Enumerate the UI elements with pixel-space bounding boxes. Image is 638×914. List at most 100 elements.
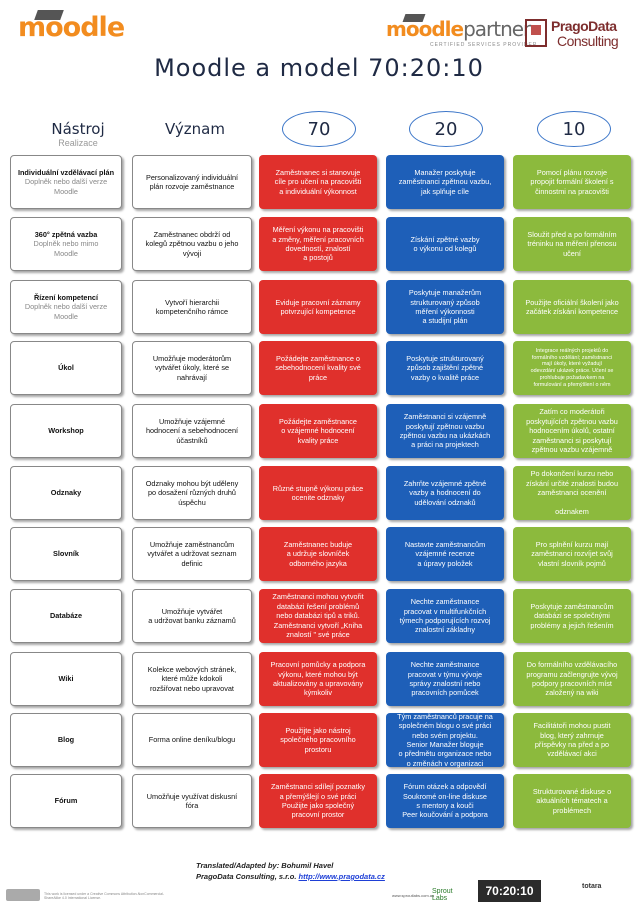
meaning-text: Umožňuje vytvářet a udržovat banku zázna…: [148, 606, 236, 625]
prago-line2: Consulting: [557, 33, 619, 49]
tool-name: Blog: [57, 735, 75, 745]
c70-text: Měření výkonu na pracovišti a změny, měř…: [272, 225, 364, 263]
meaning-text: Vytvoří hierarchii kompetenčního rámce: [155, 297, 229, 316]
c20-text: Manažer poskytuje zaměstnanci zpětnou va…: [398, 167, 492, 196]
sproutlabs-site: www.sproutlabs.com.au: [392, 893, 435, 898]
row-4-c70-cell: Požádejte zaměstnance o vzájemné hodnoce…: [259, 404, 377, 458]
c20-text: Získání zpětné vazby o výkonu od kolegů: [410, 234, 480, 253]
meaning-text: Umožňuje moderátorům vytvářet úkoly, kte…: [152, 353, 232, 382]
row-3-meaning-cell: Umožňuje moderátorům vytvářet úkoly, kte…: [132, 341, 252, 395]
row-7-c20-cell: Nechte zaměstnance pracovat v multifunkč…: [386, 589, 504, 643]
moodle-logo: moodle: [18, 12, 125, 43]
prago-line1: PragoData: [551, 18, 617, 34]
partner-subtitle: CERTIFIED SERVICES PROVIDER: [430, 42, 538, 48]
row-1-meaning-cell: Zaměstnanec obdrží od kolegů zpětnou vaz…: [132, 217, 252, 271]
row-6-c70-cell: Zaměstnanec buduje a udržuje slovníček o…: [259, 527, 377, 581]
c10-text: Strukturované diskuse o aktuálních témat…: [532, 786, 612, 815]
tool-name: Individuální vzdělávací plán: [17, 167, 115, 177]
meaning-text: Kolekce webových stránek, které může kdo…: [147, 664, 237, 693]
row-2-meaning-cell: Vytvoří hierarchii kompetenčního rámce: [132, 280, 252, 334]
tool-cell-content: Odznaky: [51, 488, 81, 497]
row-0-c70-cell: Zaměstnanec si stanovuje cíle pro učení …: [259, 155, 377, 209]
row-9-c10-cell: Facilitátoři mohou pustit blog, který za…: [513, 713, 631, 767]
row-3-tool-cell: Úkol: [10, 341, 122, 395]
partner-cap-icon: [402, 14, 426, 22]
row-0-c20-cell: Manažer poskytuje zaměstnanci zpětnou va…: [386, 155, 504, 209]
row-7-c70-cell: Zaměstnanci mohou vytvořit databázi řeše…: [259, 589, 377, 643]
row-2-c70-cell: Eviduje pracovní záznamy potvrzující kom…: [259, 280, 377, 334]
row-8-meaning-cell: Kolekce webových stránek, které může kdo…: [132, 652, 252, 706]
footer-credits: Translated/Adapted by: Bohumil Havel Pra…: [196, 861, 385, 883]
row-5-c10-cell: Po dokončení kurzu nebo získání určité z…: [513, 466, 631, 520]
c70-text: Eviduje pracovní záznamy potvrzující kom…: [275, 297, 361, 316]
row-3-c20-cell: Poskytuje strukturovaný způsob zajištění…: [386, 341, 504, 395]
row-5-meaning-cell: Odznaky mohou být uděleny po dosažení rů…: [132, 466, 252, 520]
row-8-c70-cell: Pracovní pomůcky a podpora výkonu, které…: [259, 652, 377, 706]
c20-text: Poskytuje manažerům strukturovaný způsob…: [408, 288, 482, 326]
moodle-logo-text: moodle: [18, 12, 125, 43]
meaning-text: Personalizovaný individuální plán rozvoj…: [145, 172, 239, 191]
row-3-c10-cell: Integrace reálných projektů do formálníh…: [513, 341, 631, 395]
moodle-partner-logo: moodlepartner: [386, 17, 531, 41]
c10-text: Pomocí plánu rozvoje propojit formální š…: [530, 167, 614, 196]
c70-text: Použijte jako nástroj společného pracovn…: [280, 725, 356, 754]
pragodata-mark-icon: [525, 19, 547, 47]
row-10-c10-cell: Strukturované diskuse o aktuálních témat…: [513, 774, 631, 828]
row-8-tool-cell: Wiki: [10, 652, 122, 706]
c10-text: Facilitátoři mohou pustit blog, který za…: [533, 721, 611, 759]
c20-text: Tým zaměstnanců pracuje na společném blo…: [397, 711, 493, 768]
tool-name: Databáze: [49, 611, 83, 621]
tool-realization: Doplněk nebo mimo Moodle: [33, 239, 99, 258]
tool-cell-content: Wiki: [59, 674, 74, 683]
column-header-10: 10: [537, 111, 611, 147]
tool-cell-content: Blog: [58, 735, 74, 744]
c20-text: Zaměstnanci si vzájemně poskytují zpětno…: [399, 412, 491, 450]
c70-text: Zaměstnanec buduje a udržuje slovníček o…: [283, 539, 353, 568]
meaning-text: Forma online deníku/blogu: [148, 735, 236, 745]
row-8-c10-cell: Do formálního vzdělávacího programu začl…: [513, 652, 631, 706]
row-7-tool-cell: Databáze: [10, 589, 122, 643]
row-10-meaning-cell: Umožňuje využívat diskusní fóra: [132, 774, 252, 828]
c10-text: Sloužit před a po formálním tréninku na …: [527, 229, 617, 258]
row-5-c70-cell: Různé stupně výkonu práce ocenite odznak…: [259, 466, 377, 520]
tool-name: Wiki: [58, 674, 74, 684]
totara-logo: totara: [582, 883, 602, 890]
row-7-c10-cell: Poskytuje zaměstnancům databázi se spole…: [513, 589, 631, 643]
column-header-meaning: Význam: [165, 120, 225, 138]
tool-name: Odznaky: [50, 488, 82, 498]
row-10-c70-cell: Zaměstnanci sdílejí poznatky a přemýšlej…: [259, 774, 377, 828]
meaning-text: Odznaky mohou být uděleny po dosažení rů…: [145, 478, 239, 507]
meaning-text: Umožňuje vzájemné hodnocení a sebehodnoc…: [145, 416, 239, 445]
pragodata-link[interactable]: http://www.pragodata.cz: [298, 871, 385, 881]
tool-name: Řízení kompetencí: [33, 292, 99, 302]
c10-text: Do formálního vzdělávacího programu začl…: [526, 660, 618, 698]
c70-text: Zaměstnanci mohou vytvořit databázi řeše…: [272, 592, 364, 640]
row-4-c10-cell: Zatím co moderátoři poskytujících zpětno…: [513, 404, 631, 458]
tool-name: Úkol: [58, 363, 74, 373]
c70-text: Požádejte zaměstnance o vzájemné hodnoce…: [279, 416, 357, 445]
row-1-c10-cell: Sloužit před a po formálním tréninku na …: [513, 217, 631, 271]
row-9-meaning-cell: Forma online deníku/blogu: [132, 713, 252, 767]
row-5-c20-cell: Zahrňte vzájemné zpětné vazby a hodnocen…: [386, 466, 504, 520]
c70-text: Zaměstnanec si stanovuje cíle pro učení …: [274, 167, 362, 196]
row-2-c20-cell: Poskytuje manažerům strukturovaný způsob…: [386, 280, 504, 334]
tool-name: Workshop: [48, 426, 84, 436]
page-title: Moodle a model 70:20:10: [154, 54, 484, 82]
tool-name: 360° zpětná vazba: [34, 229, 98, 239]
row-7-meaning-cell: Umožňuje vytvářet a udržovat banku zázna…: [132, 589, 252, 643]
c10-text: Zatím co moderátoři poskytujících zpětno…: [526, 407, 618, 455]
row-1-c70-cell: Měření výkonu na pracovišti a změny, měř…: [259, 217, 377, 271]
tool-cell-content: Úkol: [58, 363, 74, 372]
c70-text: Pracovní pomůcky a podpora výkonu, které…: [270, 660, 366, 698]
pragodata-logo: PragoData Consulting: [525, 18, 633, 49]
row-4-meaning-cell: Umožňuje vzájemné hodnocení a sebehodnoc…: [132, 404, 252, 458]
tool-realization: Doplněk nebo další verze Moodle: [24, 177, 108, 196]
footer-line1: Translated/Adapted by: Bohumil Havel: [196, 861, 334, 870]
row-9-tool-cell: Blog: [10, 713, 122, 767]
tool-cell-content: Workshop: [48, 426, 84, 435]
row-9-c20-cell: Tým zaměstnanců pracuje na společném blo…: [386, 711, 504, 768]
